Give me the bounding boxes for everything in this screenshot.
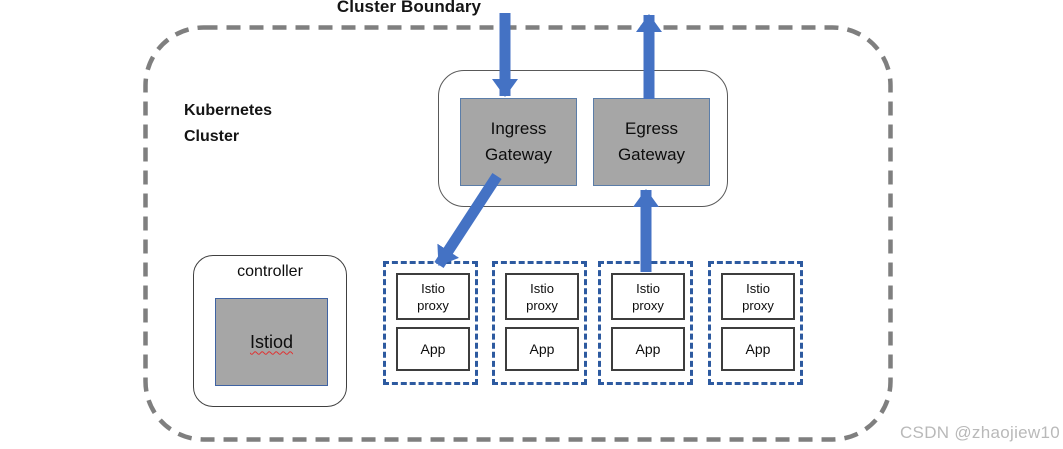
controller-container: controller Istiod [193,255,347,407]
cluster-boundary-label: Cluster Boundary [336,0,482,16]
pod-4-istio-proxy-label: Istio proxy [742,280,774,313]
pod-2: Istio proxy App [492,261,587,385]
gateway-group-container: Ingress Gateway Egress Gateway [438,70,728,207]
pod-1-app-label: App [420,341,446,357]
pod-4-app-box: App [721,327,795,371]
egress-gateway-box: Egress Gateway [593,98,710,186]
egress-gateway-label: Egress Gateway [617,119,686,164]
ingress-gateway-label: Ingress Gateway [484,119,553,164]
kubernetes-cluster-label: Kubernetes Cluster [184,102,273,145]
pod-4-app-label: App [745,341,771,357]
pod-2-istio-proxy-box: Istio proxy [505,273,579,320]
pod-3-app-label: App [635,341,661,357]
pod-1-istio-proxy-box: Istio proxy [396,273,470,320]
ingress-gateway-box: Ingress Gateway [460,98,577,186]
pod-1: Istio proxy App [383,261,478,385]
pod-3: Istio proxy App [598,261,693,385]
pod-2-app-label: App [529,341,555,357]
istiod-box: Istiod [215,298,328,386]
pod-3-istio-proxy-box: Istio proxy [611,273,685,320]
controller-label: controller [237,263,303,280]
watermark-text: CSDN @zhaojiew10 [899,423,1060,442]
pod-2-istio-proxy-label: Istio proxy [526,280,558,313]
pod-2-app-box: App [505,327,579,371]
pod-1-app-box: App [396,327,470,371]
istiod-label: Istiod [249,331,294,352]
pod-3-istio-proxy-label: Istio proxy [632,280,664,313]
pod-4: Istio proxy App [708,261,803,385]
pod-1-istio-proxy-label: Istio proxy [417,280,449,313]
pod-4-istio-proxy-box: Istio proxy [721,273,795,320]
pod-3-app-box: App [611,327,685,371]
